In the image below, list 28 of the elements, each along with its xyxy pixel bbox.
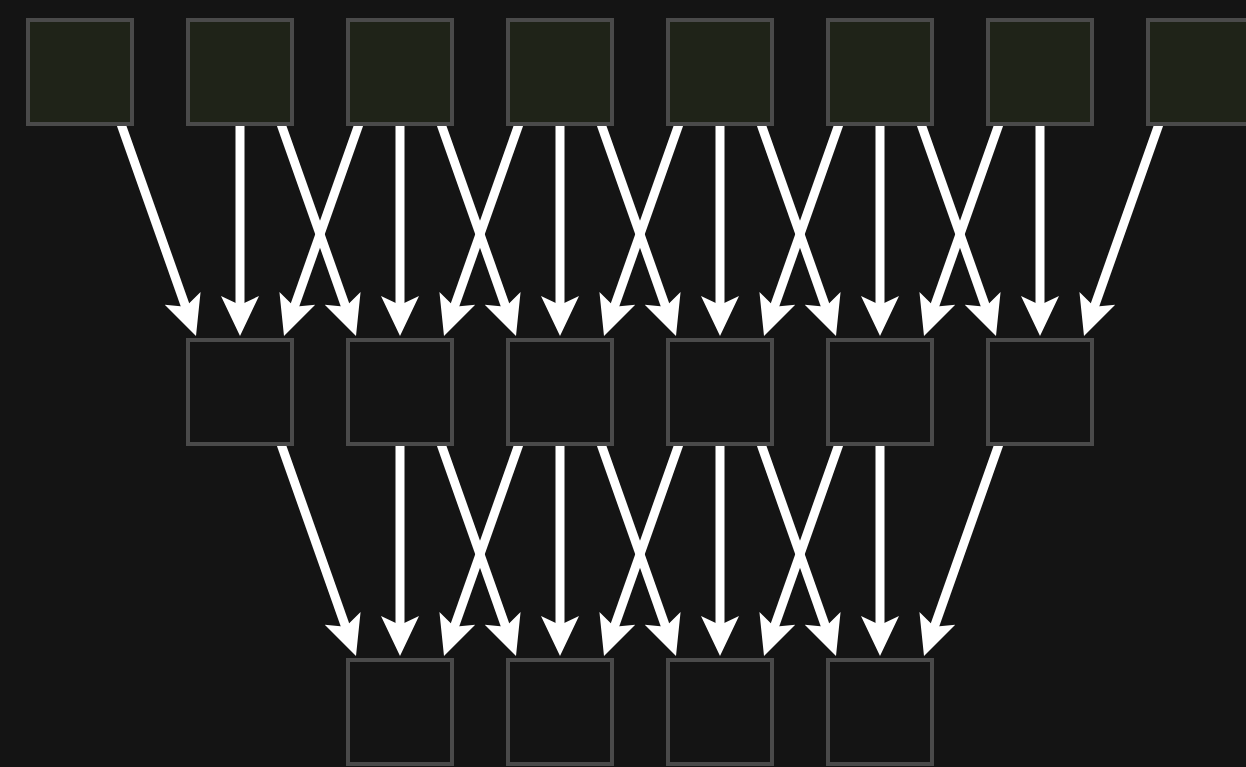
arrow [221,124,259,336]
square-box [346,338,454,446]
square-box [666,338,774,446]
square-box [666,658,774,766]
square-box [186,18,294,126]
square-box [666,18,774,126]
arrow [381,124,419,336]
arrow [541,124,579,336]
arrow [381,444,419,656]
arrow [541,444,579,656]
square-box [986,18,1094,126]
square-box [1146,18,1246,126]
square-box [506,338,614,446]
square-box [506,658,614,766]
square-box [826,658,934,766]
square-box [826,18,934,126]
square-box [346,18,454,126]
square-box [986,338,1094,446]
square-box [186,338,294,446]
square-box [346,658,454,766]
arrow [701,124,739,336]
square-box [506,18,614,126]
square-box [26,18,134,126]
square-box [826,338,934,446]
arrow [861,444,899,656]
arrow [861,124,899,336]
arrow [1021,124,1059,336]
arrow [701,444,739,656]
